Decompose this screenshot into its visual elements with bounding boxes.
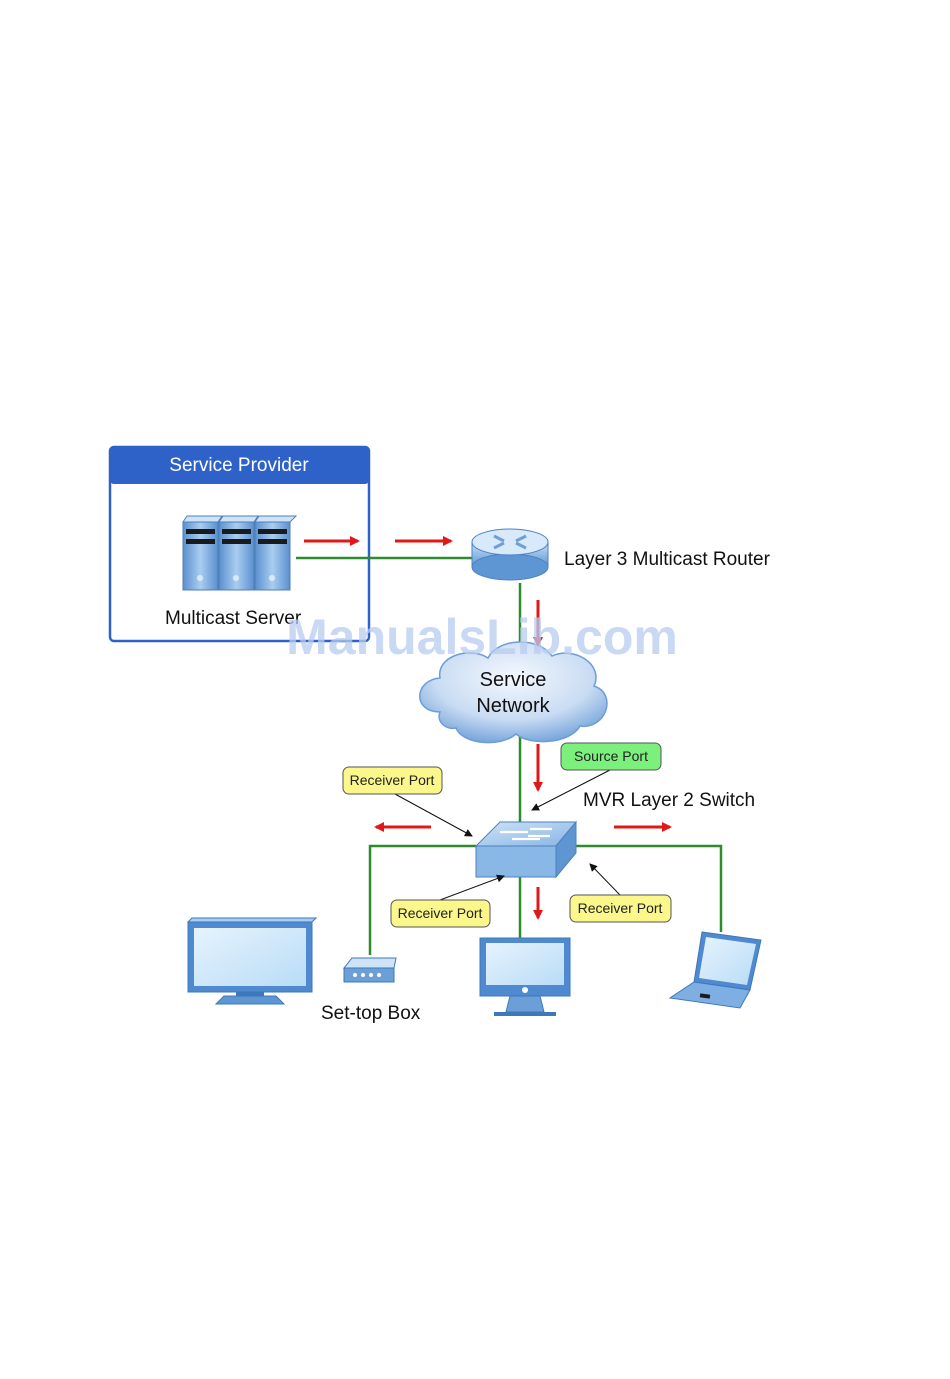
set-top-box-icon xyxy=(344,958,396,982)
receiver-port-tag-bottom-left: Receiver Port xyxy=(391,900,490,927)
cloud-label-line1: Service xyxy=(480,669,547,691)
cloud-label-line2: Network xyxy=(476,695,550,717)
receiver-port-tag-top-left: Receiver Port xyxy=(343,767,442,794)
receiver-port-label: Receiver Port xyxy=(578,900,663,916)
set-top-box-label: Set-top Box xyxy=(321,1003,421,1024)
router-label: Layer 3 Multicast Router xyxy=(564,549,771,570)
multicast-server-label: Multicast Server xyxy=(165,608,302,629)
receiver-port-label: Receiver Port xyxy=(350,772,435,788)
receiver-port-tag-bottom-right: Receiver Port xyxy=(570,895,671,922)
router-icon xyxy=(472,529,548,580)
laptop-icon xyxy=(670,932,761,1008)
switch-label: MVR Layer 2 Switch xyxy=(583,790,755,811)
receiver-port-label: Receiver Port xyxy=(398,905,483,921)
multicast-server-icon xyxy=(183,516,296,590)
service-provider-title: Service Provider xyxy=(169,455,309,476)
watermark-text: ManualsLib.com xyxy=(286,609,678,665)
source-port-tag: Source Port xyxy=(561,743,661,770)
mvr-switch-icon xyxy=(476,822,576,877)
tv-monitor-icon xyxy=(188,918,316,1004)
desktop-computer-icon xyxy=(480,938,570,1016)
source-port-label: Source Port xyxy=(574,748,648,764)
